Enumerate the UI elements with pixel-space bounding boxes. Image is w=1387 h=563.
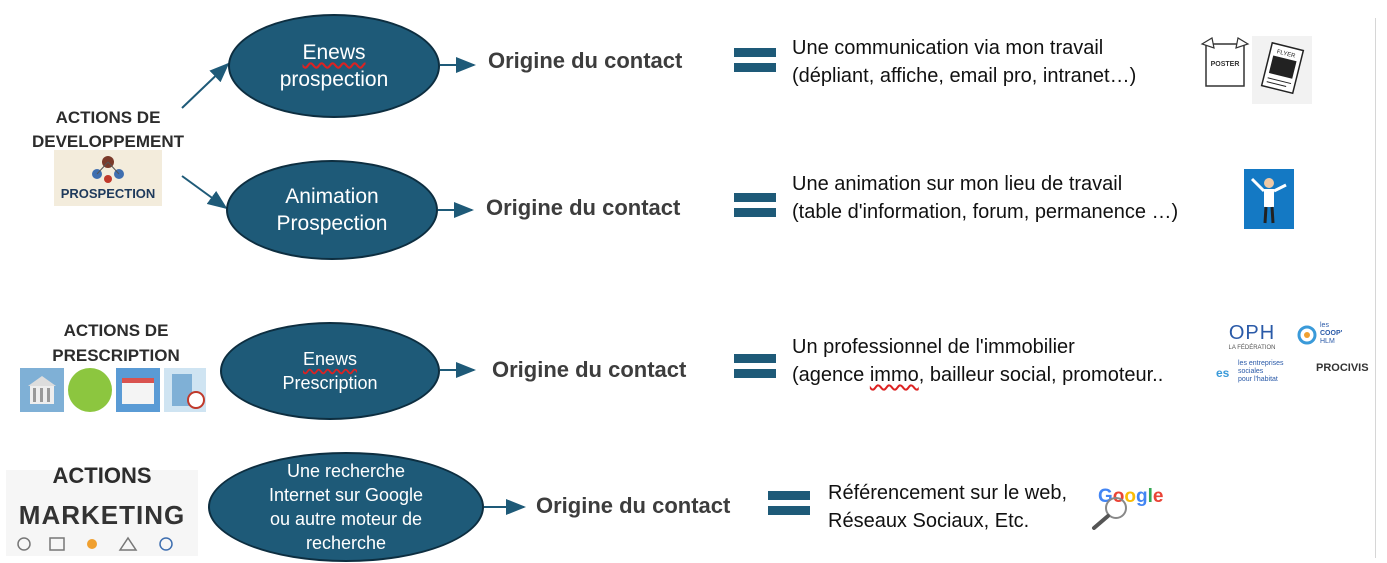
description-row-1: Une communication via mon travail (dépli…: [792, 37, 1137, 87]
esh-logo: es les entreprises sociales pour l'habit…: [1216, 360, 1284, 383]
equals-sign-2: [734, 193, 776, 223]
presenter-icon: [1244, 169, 1294, 229]
arrow-to-enews-prospection: [181, 62, 230, 109]
coop-circle-icon: [1297, 325, 1317, 345]
origin-label-4: Origine du contact: [536, 493, 731, 518]
ellipse-recherche-internet: Une recherche Internet sur Google ou aut…: [208, 452, 484, 562]
equals-sign-3: [734, 354, 776, 384]
actions-developpement-label: ACTIONS DE DEVELOPPEMENT: [31, 108, 185, 151]
description-row-3: Un professionnel de l'immobilier (agence…: [792, 336, 1164, 386]
procivis-logo: PROCIVIS: [1316, 362, 1369, 374]
ellipse-enews-prospection: Enews prospection: [228, 14, 440, 118]
ellipse-animation-prospection: Animation Prospection: [226, 160, 438, 260]
marketing-doodles: [17, 536, 173, 551]
arrow-to-animation-prospection: [181, 175, 228, 210]
ellipse-enews-prescription: Enews Prescription: [220, 322, 440, 420]
coop-hlm-logo: les COOP' HLM: [1296, 322, 1352, 350]
origin-label-1: Origine du contact: [488, 48, 683, 73]
marketing-image: [6, 470, 198, 556]
mutuelle-icon: [68, 368, 112, 412]
building-icon: [164, 368, 206, 412]
magnifier-icon: [1092, 497, 1127, 530]
origin-label-2: Origine du contact: [486, 195, 681, 220]
marketing-word: MARKETING: [18, 500, 186, 530]
esh-mark-icon: es: [1216, 366, 1230, 380]
right-border-line: [1375, 18, 1376, 558]
actions-marketing-title: ACTIONS: [52, 463, 152, 488]
origin-label-3: Origine du contact: [492, 357, 687, 382]
flyer-icon: FLYER: [1252, 36, 1312, 104]
svg-text:FLYER: FLYER: [1276, 49, 1296, 60]
oph-logo: OPH LA FÉDÉRATION: [1228, 322, 1276, 351]
people-network-icon: [92, 156, 124, 183]
equals-sign-4: [768, 491, 810, 521]
equals-sign-1: [734, 48, 776, 78]
prospection-badge: PROSPECTION: [54, 150, 162, 206]
prescription-images: [20, 368, 206, 412]
agency-icon: [116, 368, 160, 412]
poster-icon: POSTER: [1200, 37, 1250, 87]
actions-prescription-label: ACTIONS DE PRESCRIPTION: [52, 321, 180, 365]
description-row-4: Référencement sur le web, Réseaux Sociau…: [828, 482, 1068, 532]
bank-icon: [20, 368, 64, 412]
svg-text:POSTER: POSTER: [1211, 61, 1240, 68]
prospection-badge-text: PROSPECTION: [60, 186, 156, 201]
description-row-2: Une animation sur mon lieu de travail (t…: [792, 173, 1179, 223]
immo-word: immo: [869, 364, 919, 386]
